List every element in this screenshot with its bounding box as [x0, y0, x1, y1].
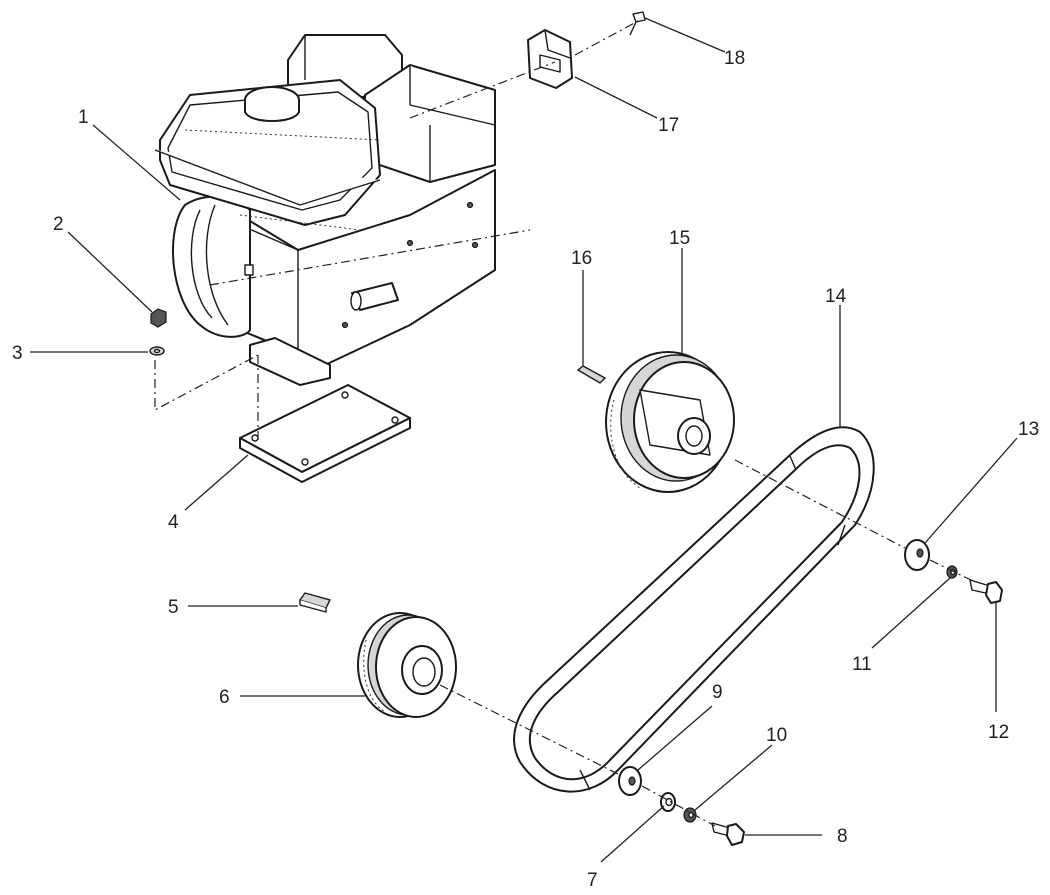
callout-7: 7	[587, 870, 598, 891]
callout-10: 10	[766, 725, 787, 746]
callout-14: 14	[825, 286, 847, 307]
v-belt	[513, 426, 875, 793]
pin	[576, 365, 607, 384]
flat-washer	[149, 346, 165, 356]
callout-17: 17	[658, 115, 679, 136]
lock-washer-upper	[946, 565, 958, 579]
leader-lines	[30, 17, 1018, 863]
small-pulley	[357, 612, 457, 718]
callout-18: 18	[724, 48, 745, 69]
bolt-upper	[969, 579, 1003, 604]
bolt-lower	[711, 822, 745, 846]
key	[298, 592, 332, 613]
flat-washer-lower	[660, 792, 676, 812]
callout-2: 2	[53, 214, 64, 235]
callout-16: 16	[571, 248, 592, 269]
screw	[629, 11, 646, 36]
callout-6: 6	[219, 687, 230, 708]
hex-nut	[150, 308, 167, 328]
throttle-bracket	[527, 29, 573, 89]
callout-9: 9	[712, 682, 723, 703]
callout-13: 13	[1018, 419, 1039, 440]
lock-washer-lower	[683, 807, 697, 823]
callout-3: 3	[12, 343, 23, 364]
callout-numbers: 1 2 3 4 5 6 7 8 9 10 11 12 13 14 15 16 1…	[12, 48, 1039, 891]
large-washer-upper	[904, 539, 930, 571]
large-pulley	[605, 351, 735, 493]
center-lines	[154, 19, 976, 827]
engine	[154, 34, 496, 386]
callout-11: 11	[852, 654, 872, 675]
callout-5: 5	[168, 597, 179, 618]
callout-1: 1	[78, 107, 89, 128]
callout-15: 15	[669, 228, 690, 249]
callout-8: 8	[837, 826, 848, 847]
callout-4: 4	[168, 512, 179, 533]
base-plate	[239, 384, 411, 483]
large-washer-lower	[618, 766, 642, 796]
callout-12: 12	[988, 722, 1009, 743]
